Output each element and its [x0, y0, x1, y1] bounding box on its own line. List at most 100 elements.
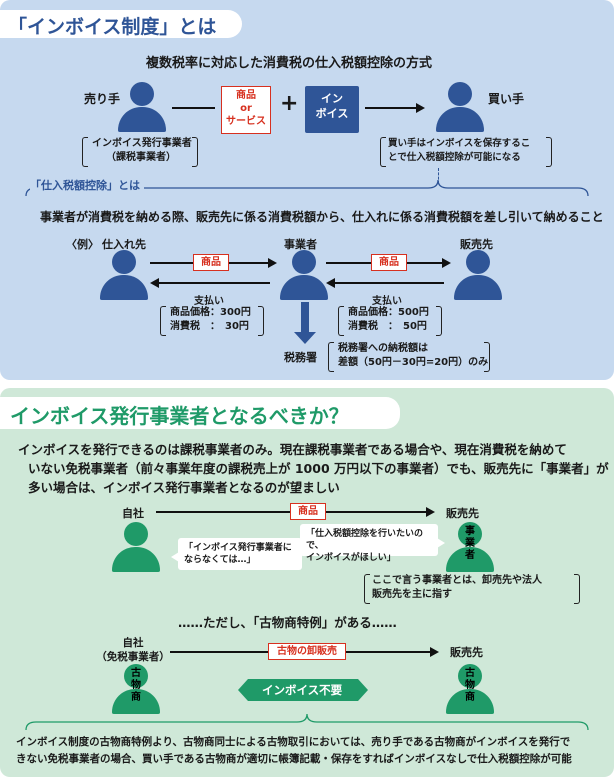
own-exempt-line2: （免税事業者）	[96, 651, 170, 663]
invoice-box-line2: ボイス	[315, 107, 349, 120]
supplier-label: 仕入れ先	[102, 238, 146, 251]
conclusion-text: インボイス制度の古物商特例より、古物商同士による古物取引においては、売り手である…	[16, 734, 572, 768]
business-label: 事業者	[284, 238, 317, 251]
seller-note: インボイス発行事業者 （課税事業者）	[92, 137, 192, 165]
to-buyer-arrow-line	[365, 107, 417, 109]
payment-left-tax: 消費税 ： 30円	[170, 321, 249, 332]
wholesale-box: 古物の卸販売	[268, 643, 346, 660]
to-buyer-arrowhead	[416, 103, 425, 113]
customer-speech-line2: インボイスがほしい」	[306, 553, 396, 563]
goods-box-right: 商品	[371, 254, 407, 271]
payment-label-right: 支払い	[372, 296, 402, 307]
goods-box-sec2-text: 商品	[298, 506, 318, 517]
goods-arrow-left-head	[268, 258, 277, 268]
payment-right-bracket-left	[338, 306, 344, 336]
deduction-definition: 事業者が消費税を納める際、販売先に係る消費税額から、仕入れに係る消費税額を差し引…	[40, 210, 604, 224]
customer-label: 販売先	[460, 238, 493, 251]
seller-connector	[172, 107, 215, 109]
goods-box-left: 商品	[193, 254, 229, 271]
buyer-person-icon	[436, 82, 484, 132]
goods-arrow-right-head	[442, 258, 451, 268]
supplier-person-icon	[100, 250, 148, 300]
payment-arrow-left-line	[158, 282, 270, 284]
customer-secondhand-person-icon: 古物商	[446, 664, 494, 714]
section1-title: 「インボイス制度」とは	[8, 16, 217, 38]
business-person-icon	[280, 250, 328, 300]
payment-right-tax: 消費税 ： 50円	[348, 321, 427, 332]
plus-sign: +	[280, 91, 299, 116]
invoice-box: イン ボイス	[305, 86, 359, 133]
customer-speech-line1: 「仕入税額控除を行いたいので、	[306, 529, 424, 551]
section2-paragraph: インボイスを発行できるのは課税事業者のみ。現在課税事業者である場合や、現在消費税…	[18, 440, 609, 497]
payment-label-left: 支払い	[194, 296, 224, 307]
own-exempt-line1: 自社	[122, 637, 144, 649]
invoice-not-needed-badge	[238, 679, 368, 701]
conclusion-line2: きない免税事業者の場合、買い手である古物商が適切に帳簿記載・保存をすればインボイ…	[16, 753, 572, 765]
customer2-label: 販売先	[446, 507, 479, 520]
conclusion-line1: インボイス制度の古物商特例より、古物商同士による古物取引においては、売り手である…	[16, 736, 571, 748]
secondhand-badge-right: 古物商	[465, 668, 475, 703]
payment-arrow-left-head	[150, 278, 159, 288]
wholesale-head	[430, 647, 439, 657]
buyer-note-line1: 買い手はインボイスを保存するこ	[388, 138, 531, 149]
invoice-box-line1: イン	[321, 92, 343, 105]
business-note-bracket-right	[574, 574, 580, 604]
tax-note-bracket-right	[484, 342, 490, 372]
seller-note-bracket-left	[82, 137, 88, 167]
seller-note-line1: インボイス発行事業者	[92, 138, 192, 149]
section2-title: インボイス発行事業者となるべきか？	[10, 404, 349, 428]
buyer-note-bracket-left	[380, 137, 386, 167]
dashed-connector	[438, 168, 439, 184]
payment-left-details: 商品価格：300円 消費税 ： 30円	[170, 306, 251, 334]
own-company-person-icon	[112, 522, 160, 572]
own-secondhand-person-icon: 古物商	[112, 664, 160, 714]
customer3-label: 販売先	[450, 646, 483, 659]
buyer-note: 買い手はインボイスを保存するこ とで仕入税額控除が可能になる	[388, 137, 530, 165]
own-company-label: 自社	[122, 507, 144, 520]
seller-label: 売り手	[84, 92, 121, 106]
tax-note-line2: 差額（50円－30円=20円）のみ	[338, 357, 489, 368]
paragraph-line2: いない免税事業者（前々事業年度の課税売上が 1000 万円以下の事業者）でも、販…	[28, 461, 609, 476]
own-speech-line2: ならなくては…」	[184, 555, 256, 565]
payment-arrow-right-line	[334, 282, 444, 284]
own-company-exempt-label: 自社 （免税事業者）	[86, 636, 180, 664]
conclusion-brace	[25, 713, 589, 731]
however-text: ……ただし、「古物商特例」がある……	[178, 615, 397, 630]
payment-left-price: 商品価格：300円	[170, 307, 251, 318]
section2-title-pill: インボイス発行事業者となるべきか？	[0, 397, 400, 429]
business-note-line1: ここで言う事業者とは、卸売先や法人	[372, 575, 542, 586]
payment-left-bracket-left	[160, 306, 166, 336]
deduction-heading: 「仕入税額控除」とは	[30, 177, 144, 193]
customer-business-person-icon: 事業者	[446, 522, 494, 572]
section-should-become-issuer	[0, 388, 614, 777]
customer-speech: 「仕入税額控除を行いたいので、 インボイスがほしい」	[300, 524, 445, 563]
paragraph-line1: インボイスを発行できるのは課税事業者のみ。現在課税事業者である場合や、現在消費税…	[18, 442, 567, 457]
own-to-customer-head	[426, 507, 435, 517]
tax-note: 税務署への納税額は 差額（50円－30円=20円）のみ	[338, 342, 488, 370]
secondhand-badge-left: 古物商	[131, 668, 141, 703]
example-label: 〈例〉	[66, 238, 99, 251]
goods-box-left-text: 商品	[201, 257, 221, 268]
buyer-note-bracket-right	[546, 137, 552, 167]
seller-person-icon	[118, 82, 166, 132]
seller-note-bracket-right	[192, 137, 198, 167]
tax-office-label: 税務署	[284, 351, 317, 364]
payment-right-bracket-right	[436, 306, 442, 336]
service-text: サービス	[226, 116, 266, 127]
own-speech-line1: 「インボイス発行事業者に	[184, 543, 292, 553]
tax-arrow-line	[301, 302, 309, 334]
invoice-not-needed-text: インボイス不要	[262, 683, 343, 697]
goods-text: 商品	[236, 90, 256, 101]
goods-or-service-box: 商品 or サービス	[221, 86, 271, 134]
business-badge: 事業者	[465, 526, 475, 561]
tax-note-bracket-left	[328, 342, 334, 372]
section1-title-pill: 「インボイス制度」とは	[0, 10, 242, 38]
seller-note-line2: （課税事業者）	[106, 152, 176, 163]
payment-right-price: 商品価格：500円	[348, 307, 429, 318]
goods-box-right-text: 商品	[379, 257, 399, 268]
goods-box-sec2: 商品	[290, 503, 326, 520]
or-text: or	[240, 103, 252, 114]
customer-person-icon	[454, 250, 502, 300]
tax-arrow-head	[294, 332, 316, 344]
